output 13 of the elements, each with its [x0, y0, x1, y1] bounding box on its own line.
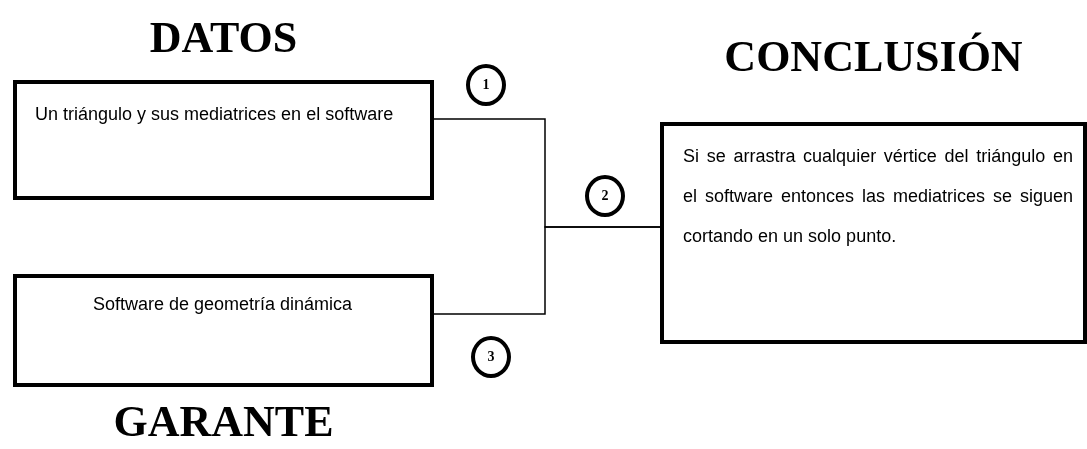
section-heading: GARANTE [112, 396, 335, 447]
connector-line [433, 226, 661, 315]
section-heading: CONCLUSIÓN [723, 31, 1024, 82]
box-text: Un triángulo y sus mediatrices en el software [35, 103, 395, 126]
callout-number: 2 [601, 188, 609, 204]
section-heading: DATOS [148, 12, 299, 63]
box-text: Si se arrastra cualquier vértice del triángulo en el software entonces las mediatrices se siguen cortando en un solo punto. [683, 145, 1073, 248]
callout-number: 3 [487, 349, 495, 365]
box-text: Software de geometría dinámica [91, 293, 354, 316]
numbered-circle [471, 336, 511, 378]
callout-number: 1 [482, 77, 490, 93]
numbered-circle [466, 64, 506, 106]
numbered-circle [585, 175, 625, 217]
